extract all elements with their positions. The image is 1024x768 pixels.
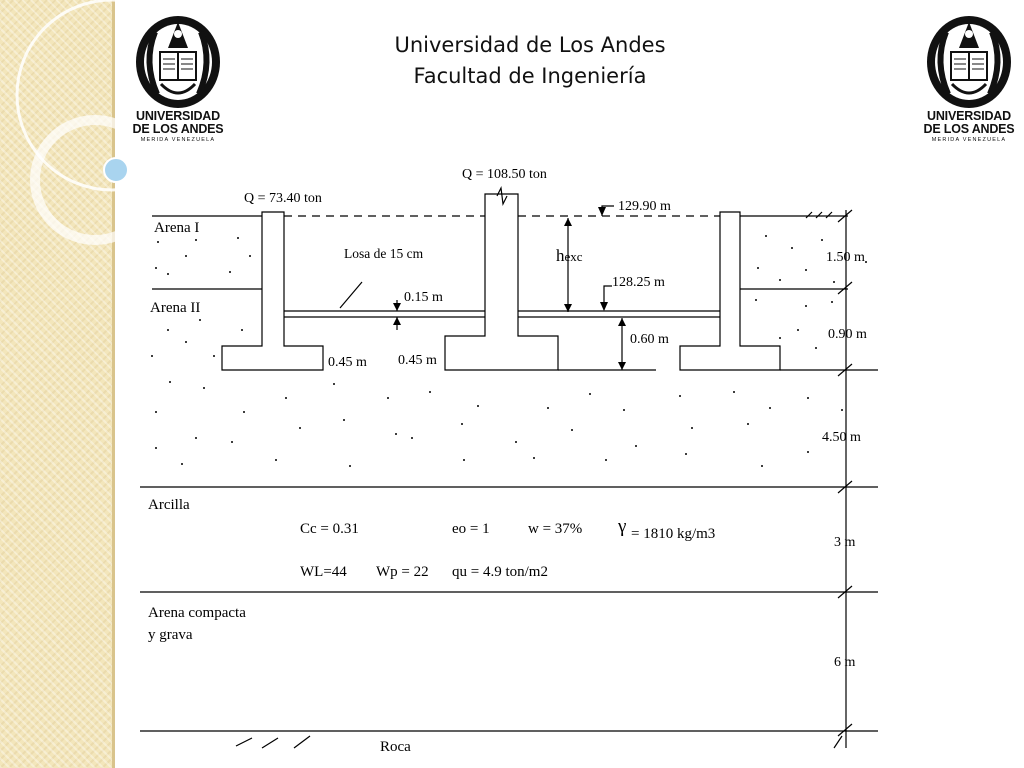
clay-qu: qu = 4.9 ton/m2 — [452, 564, 548, 580]
title-line-1: Universidad de Los Andes — [394, 33, 666, 57]
elevation-exc-label: 128.25 m — [612, 275, 665, 290]
ground-hatch — [815, 211, 823, 219]
rock-hatch — [833, 735, 843, 749]
losa-leader — [339, 281, 363, 309]
rock-hatch — [235, 737, 253, 747]
load-left-label: Q = 73.40 ton — [244, 191, 322, 206]
depth-tick — [837, 209, 853, 223]
logo-name-line-1: UNIVERSIDAD — [136, 109, 220, 123]
footing-height-label: 0.60 m — [630, 332, 669, 347]
depth-label-2: 0.90 m — [828, 327, 867, 342]
hexc-main: h — [556, 246, 565, 265]
arrowhead — [564, 218, 572, 226]
rock-hatch — [261, 737, 279, 749]
depth-tick — [837, 281, 853, 295]
layer-arena2-label: Arena II — [150, 300, 200, 316]
arrowhead — [564, 304, 572, 312]
left-column-footing — [221, 211, 324, 371]
university-logo-right: UNIVERSIDAD DE LOS ANDES MERIDA VENEZUEL… — [921, 12, 1017, 143]
logo-name-line-2: DE LOS ANDES — [132, 122, 224, 136]
arrowhead — [598, 207, 606, 216]
page-title: Universidad de Los Andes Facultad de Ing… — [330, 30, 730, 92]
depth-label-4: 3 m — [834, 535, 856, 550]
hexc-subscript: exc — [565, 249, 583, 264]
footing-edge-left-label: 0.45 m — [328, 355, 367, 370]
clay-w: w = 37% — [528, 521, 582, 537]
university-seal-icon — [927, 16, 1011, 108]
hexc-label: hexc — [556, 246, 583, 265]
layer-arena1-label: Arena I — [154, 220, 199, 236]
logo-city: MERIDA VENEZUELA — [931, 137, 1007, 143]
depth-label-1: 1.50 m — [826, 250, 865, 265]
right-column-footing — [679, 211, 781, 371]
depth-label-3: 4.50 m — [822, 430, 861, 445]
depth-label-5: 6 m — [834, 655, 856, 670]
arrowhead — [393, 303, 401, 311]
title-line-2: Facultad de Ingeniería — [413, 64, 647, 88]
layer-roca-label: Roca — [380, 739, 411, 755]
ground-hatch — [825, 211, 833, 219]
arrowhead — [393, 317, 401, 325]
ground-hatch — [805, 211, 813, 219]
university-seal-icon — [136, 16, 220, 108]
logo-name-line-2: DE LOS ANDES — [923, 122, 1015, 136]
footing-edge-right-label: 0.45 m — [398, 353, 437, 368]
depth-tick — [837, 363, 853, 377]
clay-cc: Cc = 0.31 — [300, 521, 359, 537]
clay-gamma-symbol: γ — [617, 516, 626, 537]
elevation-top-label: 129.90 m — [618, 199, 671, 214]
layer-arena-compacta-label: Arena compacta — [148, 605, 246, 621]
layer-arcilla-label: Arcilla — [148, 497, 190, 513]
slab-thickness-label: 0.15 m — [404, 290, 443, 305]
sidebar-circle-ring — [30, 115, 140, 245]
losa-label: Losa de 15 cm — [344, 246, 424, 261]
sidebar-circles-decoration — [15, 0, 140, 245]
center-column-footing — [444, 193, 559, 371]
logo-name-line-1: UNIVERSIDAD — [927, 109, 1011, 123]
clay-wl: WL=44 — [300, 564, 347, 580]
sidebar-circle-large — [15, 0, 140, 192]
clay-eo: eo = 1 — [452, 521, 490, 537]
sidebar-edge — [112, 0, 115, 768]
university-logo-left: UNIVERSIDAD DE LOS ANDES MERIDA VENEZUEL… — [130, 12, 226, 143]
arrowhead — [618, 362, 626, 370]
rock-hatch — [293, 735, 311, 749]
clay-wp: Wp = 22 — [376, 564, 429, 580]
arrowhead — [600, 302, 608, 311]
load-center-label: Q = 108.50 ton — [462, 167, 547, 182]
bullet-dot-icon — [103, 157, 129, 183]
logo-city: MERIDA VENEZUELA — [140, 137, 216, 143]
sand-dots — [151, 235, 867, 467]
arrowhead — [618, 318, 626, 326]
depth-tick — [837, 723, 853, 737]
layer-grava-label: y grava — [148, 627, 193, 643]
column-break-mark — [496, 185, 508, 207]
clay-gamma: = 1810 kg/m3 — [631, 526, 715, 542]
